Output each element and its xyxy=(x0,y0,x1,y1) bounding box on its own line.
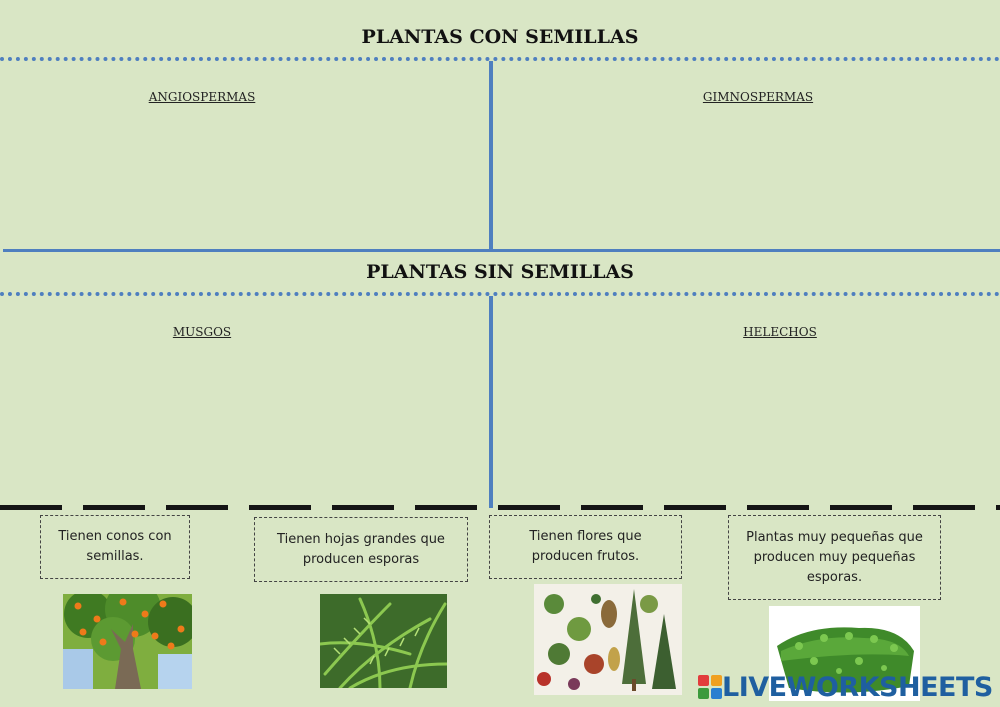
card-hojas-grandes[interactable]: Tienen hojas grandes que producen espora… xyxy=(254,517,468,582)
section-divider xyxy=(3,249,1000,252)
helechos-drop-zone[interactable] xyxy=(493,297,1000,503)
with-seeds-title: PLANTAS CON SEMILLAS xyxy=(361,26,639,48)
liveworksheets-logo-text: LIVEWORKSHEETS xyxy=(722,671,993,703)
without-seeds-title: PLANTAS SIN SEMILLAS xyxy=(366,261,634,283)
liveworksheets-logo-icon xyxy=(698,675,722,699)
dashed-separator xyxy=(0,505,1000,510)
card-conos[interactable]: Tienen conos con semillas. xyxy=(40,515,190,579)
angiospermas-label: ANGIOSPERMAS xyxy=(148,90,256,104)
gimnospermas-label: GIMNOSPERMAS xyxy=(702,90,814,104)
helechos-label: HELECHOS xyxy=(743,325,817,339)
card-flores[interactable]: Tienen flores que producen frutos. xyxy=(489,515,682,579)
without-seeds-vertical-divider xyxy=(489,296,493,508)
fern-image[interactable] xyxy=(320,594,447,688)
plant-illustrations-image[interactable] xyxy=(534,584,682,695)
moss-image[interactable] xyxy=(769,606,920,701)
angiospermas-drop-zone[interactable] xyxy=(0,62,489,248)
with-seeds-dotted-divider xyxy=(0,57,1000,61)
gimnospermas-drop-zone[interactable] xyxy=(493,62,1000,248)
musgos-label: MUSGOS xyxy=(172,325,232,339)
without-seeds-dotted-divider xyxy=(0,292,1000,296)
liveworksheets-logo: LIVEWORKSHEETS xyxy=(698,671,993,703)
with-seeds-vertical-divider xyxy=(489,61,493,249)
orange-tree-image[interactable] xyxy=(63,594,192,689)
musgos-drop-zone[interactable] xyxy=(0,297,489,503)
card-plantas-pequenas[interactable]: Plantas muy pequeñas que producen muy pe… xyxy=(728,515,941,600)
